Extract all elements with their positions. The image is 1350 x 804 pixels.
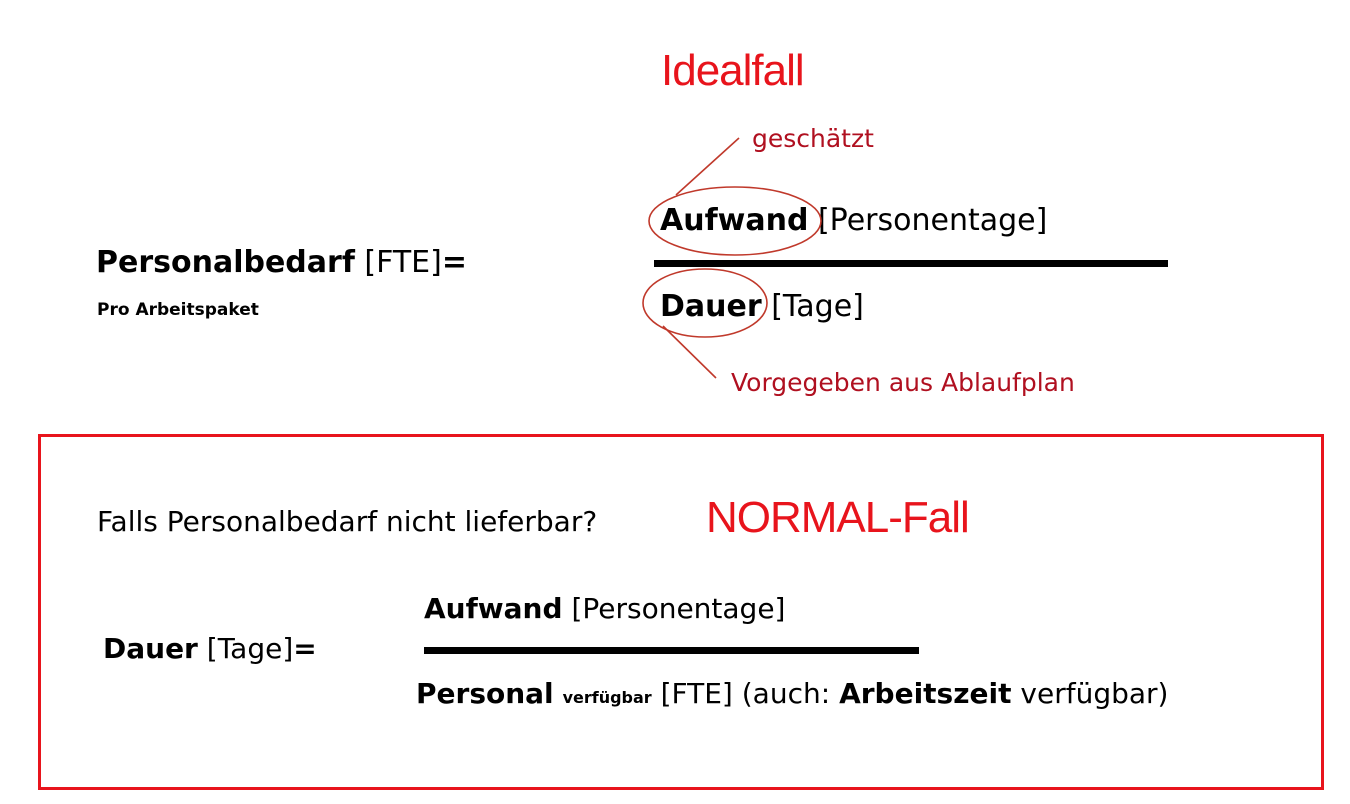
normal-lhs-equals: = xyxy=(293,632,317,665)
annotation-estimated: geschätzt xyxy=(752,124,874,153)
normal-lhs-unit: [Tage] xyxy=(206,632,294,665)
ideal-title: Idealfall xyxy=(661,46,805,95)
normal-title: NORMAL-Fall xyxy=(706,493,970,542)
denominator-available-sub: verfügbar xyxy=(562,688,652,707)
normal-fraction-bar xyxy=(424,647,919,654)
lhs-staff-demand: Personalbedarf xyxy=(96,245,355,280)
ideal-numerator: Aufwand [Personentage] xyxy=(660,203,1047,239)
normal-denominator: Personal verfügbar [FTE] (auch: Arbeitsz… xyxy=(416,677,1168,715)
lhs-equals: = xyxy=(441,245,467,280)
numerator-unit: [Personentage] xyxy=(817,203,1048,238)
ideal-lhs: Personalbedarf [FTE]= xyxy=(96,245,467,281)
normal-lhs-duration: Dauer xyxy=(103,632,198,665)
denominator-staff: Personal xyxy=(416,677,554,710)
ideal-fraction-bar xyxy=(654,260,1168,267)
ideal-denominator: Dauer [Tage] xyxy=(660,289,864,325)
normal-numerator-effort: Aufwand xyxy=(424,592,563,625)
lhs-note: Pro Arbeitspaket xyxy=(97,300,259,320)
denominator-fte-unit: [FTE] (auch: xyxy=(660,677,831,710)
ellipse-effort xyxy=(648,186,822,256)
normal-question: Falls Personalbedarf nicht lieferbar? xyxy=(97,505,598,538)
numerator-effort: Aufwand xyxy=(660,203,809,238)
leader-line-top xyxy=(675,137,740,196)
normal-case-box xyxy=(38,434,1324,790)
denominator-unit: [Tage] xyxy=(771,289,864,324)
denominator-duration: Dauer xyxy=(660,289,762,324)
normal-lhs: Dauer [Tage]= xyxy=(103,632,317,666)
normal-numerator-unit: [Personentage] xyxy=(571,592,786,625)
denominator-working-time: Arbeitszeit xyxy=(839,677,1012,710)
leader-line-bottom xyxy=(662,325,717,379)
annotation-given: Vorgegeben aus Ablaufplan xyxy=(731,368,1075,397)
normal-numerator: Aufwand [Personentage] xyxy=(424,592,785,626)
ellipse-duration xyxy=(642,268,768,338)
lhs-unit: [FTE] xyxy=(364,245,442,280)
denominator-tail: verfügbar) xyxy=(1020,677,1169,710)
